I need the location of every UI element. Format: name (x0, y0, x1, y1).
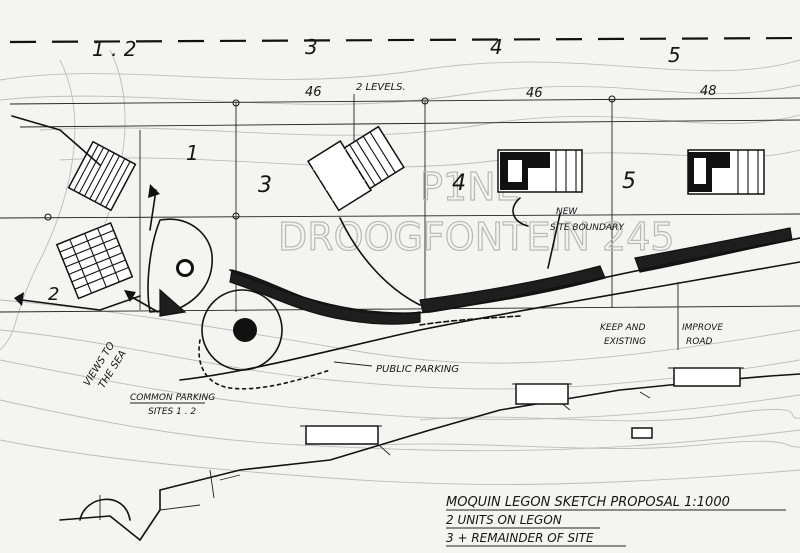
plot-width-5: 48 (700, 84, 717, 99)
common-parking-note: COMMON PARKING SITES 1 . 2 (130, 393, 215, 417)
plot-number-1-2: 1 . 2 (92, 37, 137, 61)
building-site-3 (306, 125, 405, 212)
views-to-sea-note: VIEWS TO THE SEA (82, 340, 129, 390)
site-label-1: 1 (186, 141, 199, 165)
building-site-1 (67, 140, 137, 212)
site-label-5: 5 (622, 169, 636, 194)
site-label-4: 4 (452, 171, 466, 196)
site-label-3: 3 (258, 173, 272, 198)
contour-lines (0, 49, 800, 486)
plot-number-3: 3 (305, 35, 318, 59)
new-site-boundary-label-2: SITE BOUNDARY (550, 223, 625, 233)
site-labels: 1 2 3 4 5 (48, 141, 636, 305)
building-site-4 (497, 149, 583, 193)
title-block: MOQUIN LEGON SKETCH PROPOSAL 1:1000 2 UN… (446, 495, 786, 547)
site-section (59, 367, 800, 541)
common-parking-label-1: COMMON PARKING (130, 393, 215, 403)
improve-road-label-2: ROAD (686, 337, 712, 347)
common-parking-area (147, 218, 331, 390)
new-site-boundary: NEW SITE BOUNDARY (339, 197, 625, 306)
dimension-line: 46 46 48 2 LEVELS. (9, 82, 800, 145)
plot-numbers: 1 . 2 3 4 5 (92, 35, 681, 67)
site-label-2: 2 (48, 284, 59, 305)
view-arrows (11, 115, 160, 313)
building-site-2 (55, 221, 134, 300)
plot-number-4: 4 (490, 35, 503, 59)
plot-width-3: 46 (305, 85, 322, 100)
plot-width-4: 46 (526, 86, 543, 101)
plot-number-5: 5 (668, 43, 681, 67)
hedge-band (179, 227, 800, 381)
ghost-text-droogfontein: DROOGFONTEIN 245 (278, 215, 675, 259)
top-dashed-line (9, 36, 800, 44)
public-parking-label: PUBLIC PARKING (376, 364, 459, 375)
new-site-boundary-label-1: NEW (556, 207, 578, 217)
building-site-5 (687, 149, 765, 195)
public-parking-note: PUBLIC PARKING (333, 315, 521, 375)
keep-existing-label-1: KEEP AND (600, 323, 645, 333)
plot-boundaries (0, 99, 800, 313)
keep-existing-label-2: EXISTING (604, 337, 646, 347)
common-parking-label-2: SITES 1 . 2 (148, 407, 196, 417)
improve-road-label-1: IMPROVE (682, 323, 723, 333)
road-note: KEEP AND EXISTING IMPROVE ROAD (600, 282, 723, 350)
title-line-1: MOQUIN LEGON SKETCH PROPOSAL 1:1000 (446, 495, 730, 510)
title-line-2: 2 UNITS ON LEGON (446, 513, 562, 527)
title-line-3: 3 + REMAINDER OF SITE (446, 531, 594, 545)
levels-note: 2 LEVELS. (356, 82, 406, 93)
